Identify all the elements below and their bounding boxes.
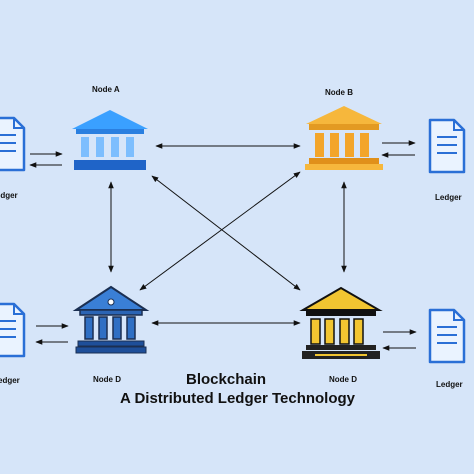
ledger-left-top: Ledger <box>0 116 26 200</box>
diagram-title: Blockchain <box>186 371 266 388</box>
node-connections <box>108 143 347 326</box>
node-label: Node D <box>93 375 121 384</box>
document-icon <box>428 118 466 174</box>
bank-icon <box>72 285 150 354</box>
ledger-right-top: Ledger <box>428 118 466 202</box>
bank-icon <box>299 286 383 359</box>
ledger-label: Ledger <box>436 380 463 389</box>
node-a: Node A <box>72 85 148 170</box>
connection-a-d <box>151 175 301 291</box>
bank-icon <box>305 106 383 170</box>
node-label: Node B <box>325 88 353 97</box>
node-c: Node D <box>72 285 150 384</box>
ledger-right-bottom: Ledger <box>428 308 466 389</box>
diagram-subtitle: A Distributed Ledger Technology <box>120 390 356 407</box>
ledger-arrows <box>29 140 417 351</box>
node-label: Node D <box>329 375 357 384</box>
ledger-label: Ledger <box>435 193 462 202</box>
document-icon <box>0 116 26 172</box>
node-d: Node D <box>299 286 383 384</box>
document-icon <box>428 308 466 364</box>
ledger-label: edger <box>0 376 20 385</box>
node-label: Node A <box>92 85 120 94</box>
node-b: Node B <box>305 88 383 170</box>
bank-icon <box>72 110 148 170</box>
document-icon <box>0 302 26 358</box>
ledger-label: Ledger <box>0 191 18 200</box>
ledger-left-bottom: edger <box>0 302 26 385</box>
connection-b-c <box>139 171 301 291</box>
